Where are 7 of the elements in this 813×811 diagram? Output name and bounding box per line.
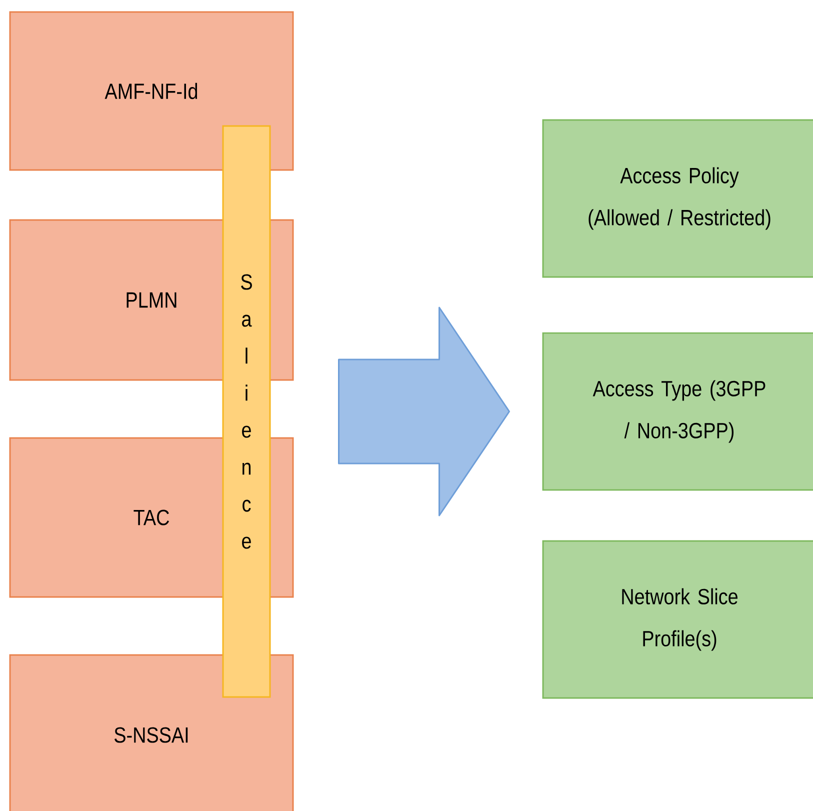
process-box: AMF-NF-Id [9,11,294,171]
block-arrow [338,306,510,516]
result-box: Network Slice Profile(s) [542,540,813,699]
label-bar: Salience [222,125,271,698]
result-box: Access Policy (Allowed / Restricted) [542,119,813,278]
result-box: Access Type (3GPP / Non-3GPP) [542,332,813,491]
process-box: S-NSSAI [9,654,294,811]
